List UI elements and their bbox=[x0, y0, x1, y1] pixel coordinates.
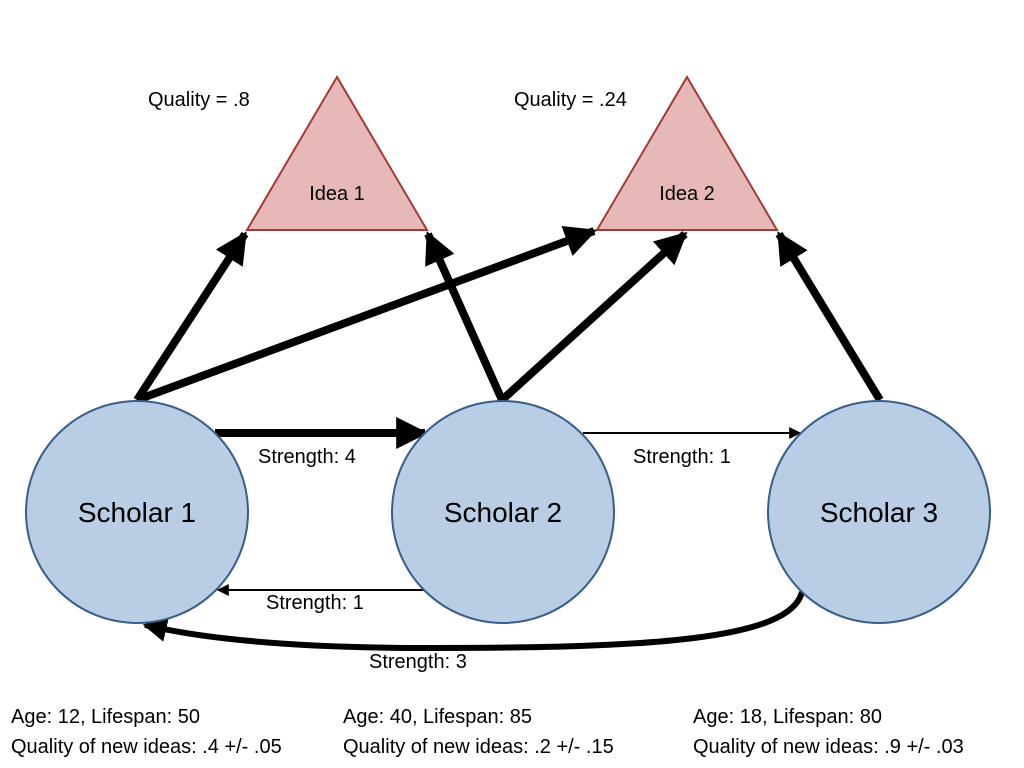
link-label-strength-3: Strength: 3 bbox=[369, 651, 467, 673]
scholar-3-age: Age: 18, Lifespan: 80 bbox=[693, 706, 883, 728]
idea-2-quality: Quality = .24 bbox=[514, 89, 627, 111]
scholar-3-info: Age: 18, Lifespan: 80 Quality of new ide… bbox=[693, 702, 964, 762]
idea-2-label: Idea 2 bbox=[659, 183, 715, 205]
scholar-3-label: Scholar 3 bbox=[820, 497, 938, 528]
scholar-2-age: Age: 40, Lifespan: 85 bbox=[343, 706, 533, 728]
arrow-scholar2-idea1 bbox=[424, 231, 506, 402]
scholar-2-label: Scholar 2 bbox=[444, 497, 562, 528]
scholar-2-quality-new: Quality of new ideas: .2 +/- .15 bbox=[343, 736, 614, 758]
scholar-2-node bbox=[391, 400, 615, 624]
link-label-strength-4: Strength: 4 bbox=[258, 446, 356, 468]
link-scholar3-scholar1 bbox=[142, 591, 805, 652]
arrow-scholar3-idea2 bbox=[775, 231, 884, 403]
idea-2-triangle bbox=[595, 75, 779, 231]
scholar-3-quality-new: Quality of new ideas: .9 +/- .03 bbox=[693, 736, 964, 758]
link-label-strength-1-b: Strength: 1 bbox=[266, 592, 364, 614]
link-label-strength-1-a: Strength: 1 bbox=[633, 446, 731, 468]
arrow-scholar2-idea2 bbox=[499, 231, 688, 403]
scholar-1-label: Scholar 1 bbox=[78, 497, 196, 528]
scholar-2-info: Age: 40, Lifespan: 85 Quality of new ide… bbox=[343, 702, 614, 762]
scholar-3-node bbox=[767, 400, 991, 624]
scholar-1-info: Age: 12, Lifespan: 50 Quality of new ide… bbox=[11, 702, 282, 762]
idea-1-quality: Quality = .8 bbox=[148, 89, 250, 111]
scholar-1-quality-new: Quality of new ideas: .4 +/- .05 bbox=[11, 736, 282, 758]
scholar-1-age: Age: 12, Lifespan: 50 bbox=[11, 706, 201, 728]
arrow-scholar1-idea2 bbox=[135, 225, 598, 404]
arrow-scholar1-idea1 bbox=[133, 231, 249, 403]
idea-1-label: Idea 1 bbox=[309, 183, 365, 205]
idea-1-triangle bbox=[245, 75, 429, 231]
scholar-1-node bbox=[25, 400, 249, 624]
